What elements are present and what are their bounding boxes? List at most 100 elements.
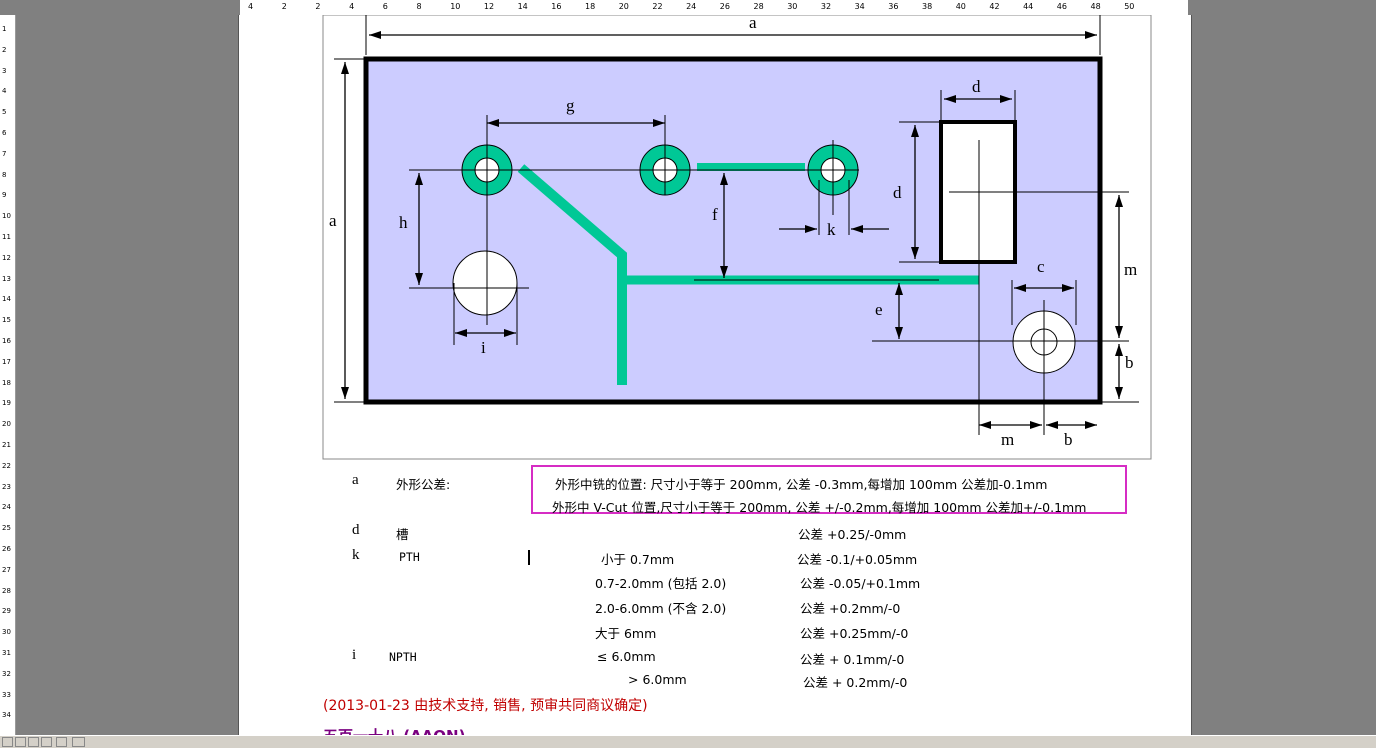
ruler-gray-left xyxy=(0,0,240,15)
ruler-tick-label: 26 xyxy=(719,2,730,11)
label-d-left: d xyxy=(893,183,902,202)
ruler-tick-label: 20 xyxy=(2,420,11,429)
ruler-tick-label: 4 xyxy=(349,2,355,11)
ruler-tick-label: 23 xyxy=(2,482,11,491)
next-section-heading: 五百一十八 (AAON) xyxy=(323,725,465,735)
ruler-tick-label: 17 xyxy=(2,357,11,366)
spec-k-size-3: 大于 6mm xyxy=(595,626,657,641)
spec-a-letter: a xyxy=(352,472,359,488)
text-cursor xyxy=(528,550,530,565)
ruler-tick-label: 16 xyxy=(551,2,562,11)
ruler-tick-label: 48 xyxy=(1090,2,1101,11)
spec-i-name: NPTH xyxy=(389,650,417,664)
spec-k-size-0: 小于 0.7mm xyxy=(601,552,675,567)
label-a-top: a xyxy=(749,15,757,32)
ruler-tick-label: 1 xyxy=(2,25,7,33)
ruler-tick-label: 8 xyxy=(2,170,7,179)
npth-hole xyxy=(452,250,518,316)
label-f: f xyxy=(712,205,718,224)
status-bar xyxy=(0,735,1376,748)
ruler-tick-label: 22 xyxy=(2,461,11,470)
spec-i-size-0: ≤ 6.0mm xyxy=(597,649,656,664)
trace-diagonal xyxy=(517,164,627,385)
ruler-tick-label: 33 xyxy=(2,690,11,699)
ruler-tick-label: 3 xyxy=(2,66,7,75)
label-b-right: b xyxy=(1125,353,1134,372)
ruler-tick-label: 34 xyxy=(2,711,11,720)
ruler-tick-label: 6 xyxy=(382,2,388,11)
pcb-tolerance-diagram xyxy=(322,15,1152,460)
document-page[interactable]: a a d d g h f k i e c m b m b a 外形公差: 外形… xyxy=(238,15,1192,735)
spec-i-tol-0: 公差 + 0.1mm/-0 xyxy=(800,652,905,667)
ruler-tick-label: 38 xyxy=(922,2,933,11)
reading-view-button[interactable] xyxy=(56,737,67,747)
ruler-tick-label: 46 xyxy=(1056,2,1067,11)
ruler-tick-label: 27 xyxy=(2,565,11,574)
ruler-tick-label: 28 xyxy=(753,2,764,11)
scroll-left-button[interactable] xyxy=(72,737,85,747)
ruler-tick-label: 4 xyxy=(2,87,7,96)
spec-k-tol-1: 公差 -0.05/+0.1mm xyxy=(800,576,921,591)
spec-d-tol: 公差 +0.25/-0mm xyxy=(798,527,907,542)
spec-d-letter: d xyxy=(352,522,360,538)
ruler-tick-label: 36 xyxy=(888,2,899,11)
label-c: c xyxy=(1037,257,1045,276)
normal-view-button[interactable] xyxy=(2,737,13,747)
label-m-right: m xyxy=(1124,260,1138,279)
ruler-tick-label: 42 xyxy=(989,2,1000,11)
ruler-tick-label: 9 xyxy=(2,191,7,200)
label-g: g xyxy=(566,96,575,115)
ruler-tick-label: 18 xyxy=(585,2,596,11)
ruler-tick-label: 32 xyxy=(2,669,11,678)
ruler-tick-label: 32 xyxy=(820,2,832,11)
spec-k-tol-0: 公差 -0.1/+0.05mm xyxy=(797,552,918,567)
ruler-tick-label: 50 xyxy=(1124,2,1135,11)
spec-d-name: 槽 xyxy=(396,527,409,542)
ruler-tick-label: 34 xyxy=(854,2,865,11)
label-e: e xyxy=(875,300,883,319)
outline-view-button[interactable] xyxy=(41,737,52,747)
ruler-tick-label: 6 xyxy=(2,129,7,137)
spec-a-name: 外形公差: xyxy=(396,477,451,492)
ruler-tick-label: 25 xyxy=(2,524,11,533)
spec-k-tol-3: 公差 +0.25mm/-0 xyxy=(800,626,909,641)
ruler-tick-label: 7 xyxy=(2,149,7,158)
ruler-tick-label: 2 xyxy=(281,2,287,11)
ruler-tick-label: 18 xyxy=(2,378,11,387)
spec-k-size-1: 0.7-2.0mm (包括 2.0) xyxy=(595,576,727,591)
ruler-tick-label: 19 xyxy=(2,399,11,408)
ruler-tick-label: 14 xyxy=(517,2,528,11)
ruler-tick-label: 31 xyxy=(2,649,11,657)
ruler-tick-label: 44 xyxy=(1023,2,1034,11)
spec-a-line1: 外形中铣的位置: 尺寸小于等于 200mm, 公差 -0.3mm,每增加 100… xyxy=(555,477,1048,492)
web-view-button[interactable] xyxy=(15,737,26,747)
label-h: h xyxy=(399,213,408,232)
dimension-lines xyxy=(334,15,1139,435)
ruler-tick-label: 26 xyxy=(2,545,11,553)
spec-i-letter: i xyxy=(352,647,357,663)
diagram-frame xyxy=(322,15,1152,460)
ruler-tick-label: 13 xyxy=(2,274,11,283)
ruler-tick-label: 24 xyxy=(686,2,697,11)
ruler-tick-label: 20 xyxy=(618,2,629,11)
spec-i-tol-1: 公差 + 0.2mm/-0 xyxy=(803,675,908,690)
label-k: k xyxy=(827,220,836,239)
ruler-tick-label: 2 xyxy=(2,45,7,54)
label-d-top: d xyxy=(972,77,981,96)
ruler-tick-label: 12 xyxy=(2,253,11,262)
ruler-tick-label: 21 xyxy=(2,441,11,449)
spec-a-line2: 外形中 V-Cut 位置,尺寸小于等于 200mm, 公差 +/-0.2mm,每… xyxy=(552,500,1087,515)
spec-k-size-2: 2.0-6.0mm (不含 2.0) xyxy=(595,601,727,616)
ruler-tick-label: 28 xyxy=(2,586,11,595)
ruler-tick-label: 12 xyxy=(483,2,495,11)
ruler-tick-label: 10 xyxy=(2,212,11,221)
revision-note: (2013-01-23 由技术支持, 销售, 预审共同商议确定) xyxy=(323,698,648,714)
label-m-bottom: m xyxy=(1001,430,1015,449)
print-view-button[interactable] xyxy=(28,737,39,747)
ruler-tick-label: 30 xyxy=(2,628,11,637)
ruler-tick-label: 29 xyxy=(2,607,11,616)
spec-i-size-1: > 6.0mm xyxy=(628,672,687,687)
spec-k-tol-2: 公差 +0.2mm/-0 xyxy=(800,601,901,616)
